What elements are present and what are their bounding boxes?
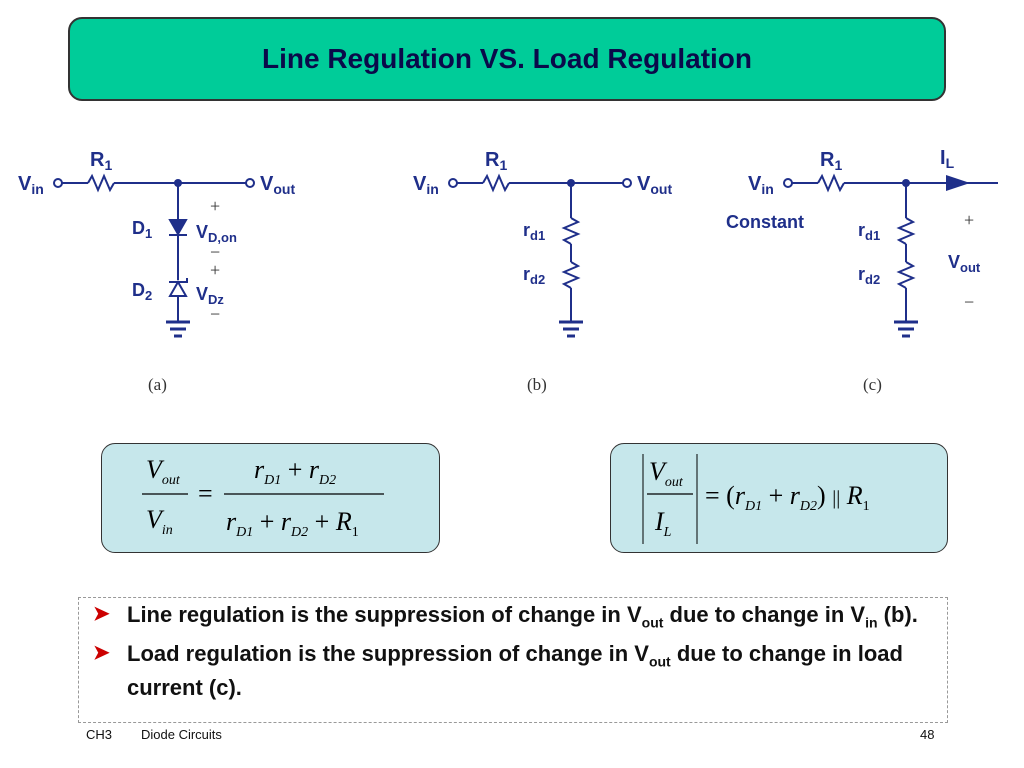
caption-a: (a) (148, 375, 167, 394)
d1-label: D1 (132, 218, 152, 241)
bullet-list: ➤ Line regulation is the suppression of … (78, 597, 948, 723)
minus-sign: − (210, 304, 220, 324)
bullet-item: ➤ Line regulation is the suppression of … (93, 602, 937, 635)
vout-label: Vout (637, 173, 672, 197)
rhs-expression: = (rD1 + rD2) || R1 (705, 481, 870, 514)
minus-sign: − (964, 292, 974, 312)
equation-right-svg: Vout IL = (rD1 + rD2) || R1 (642, 454, 870, 544)
abs-denominator: IL (654, 507, 672, 540)
title-box: Line Regulation VS. Load Regulation (68, 17, 946, 101)
current-arrow-icon (946, 175, 970, 191)
footer-chapter: CH3 (86, 727, 113, 742)
circuit-c: Vin Constant R1 IL rd1 rd2 + Vout − (c) (726, 147, 998, 394)
rd2-label: rd2 (858, 264, 880, 287)
vin-label: Vin (18, 173, 44, 197)
abs-numerator: Vout (649, 457, 684, 490)
slide-title: Line Regulation VS. Load Regulation (261, 43, 752, 74)
vdz-label: VDz (196, 284, 224, 307)
plus-sign: + (210, 196, 220, 216)
il-label: IL (940, 147, 955, 171)
constant-label: Constant (726, 212, 804, 232)
arrow-bullet-icon: ➤ (93, 603, 110, 625)
r1-label: R1 (820, 149, 842, 173)
vdon-label: VD,on (196, 222, 237, 245)
minus-sign: − (210, 242, 220, 262)
circuit-b: Vin R1 Vout rd1 rd2 (b) (413, 149, 672, 394)
circuit-a: Vin R1 Vout D1 D2 + VD,on − + VDz − (a) (18, 149, 295, 394)
vin-label: Vin (748, 173, 774, 197)
plus-sign: + (210, 260, 220, 280)
equation-load-regulation: Vout IL = (rD1 + rD2) || R1 (610, 443, 948, 553)
rd2-label: rd2 (523, 264, 545, 287)
rd1-label: rd1 (523, 220, 545, 243)
rhs-denominator: rD1 + rD2 + R1 (226, 507, 359, 540)
lhs-denominator: Vin (146, 505, 173, 538)
vout-label: Vout (948, 252, 981, 275)
caption-c: (c) (863, 375, 882, 394)
d2-label: D2 (132, 280, 152, 303)
lhs-numerator: Vout (146, 455, 181, 488)
footer-topic: Diode Circuits (141, 727, 222, 742)
r1-label: R1 (485, 149, 507, 173)
bullet-text: Load regulation is the suppression of ch… (127, 641, 903, 700)
bullet-text: Line regulation is the suppression of ch… (127, 602, 918, 631)
plus-sign: + (964, 210, 974, 230)
caption-b: (b) (527, 375, 547, 394)
arrow-bullet-icon: ➤ (93, 642, 110, 665)
rhs-numerator: rD1 + rD2 (254, 455, 336, 488)
equation-left-svg: Vout Vin = rD1 + rD2 rD1 + rD2 + R1 (142, 455, 384, 540)
rd1-label: rd1 (858, 220, 880, 243)
vin-label: Vin (413, 173, 439, 197)
r1-label: R1 (90, 149, 112, 173)
page-number: 48 (920, 727, 935, 742)
equation-line-regulation: Vout Vin = rD1 + rD2 rD1 + rD2 + R1 (101, 443, 440, 553)
equals-sign: = (198, 479, 213, 508)
vout-label: Vout (260, 173, 295, 197)
bullet-item: ➤ Load regulation is the suppression of … (93, 641, 937, 699)
